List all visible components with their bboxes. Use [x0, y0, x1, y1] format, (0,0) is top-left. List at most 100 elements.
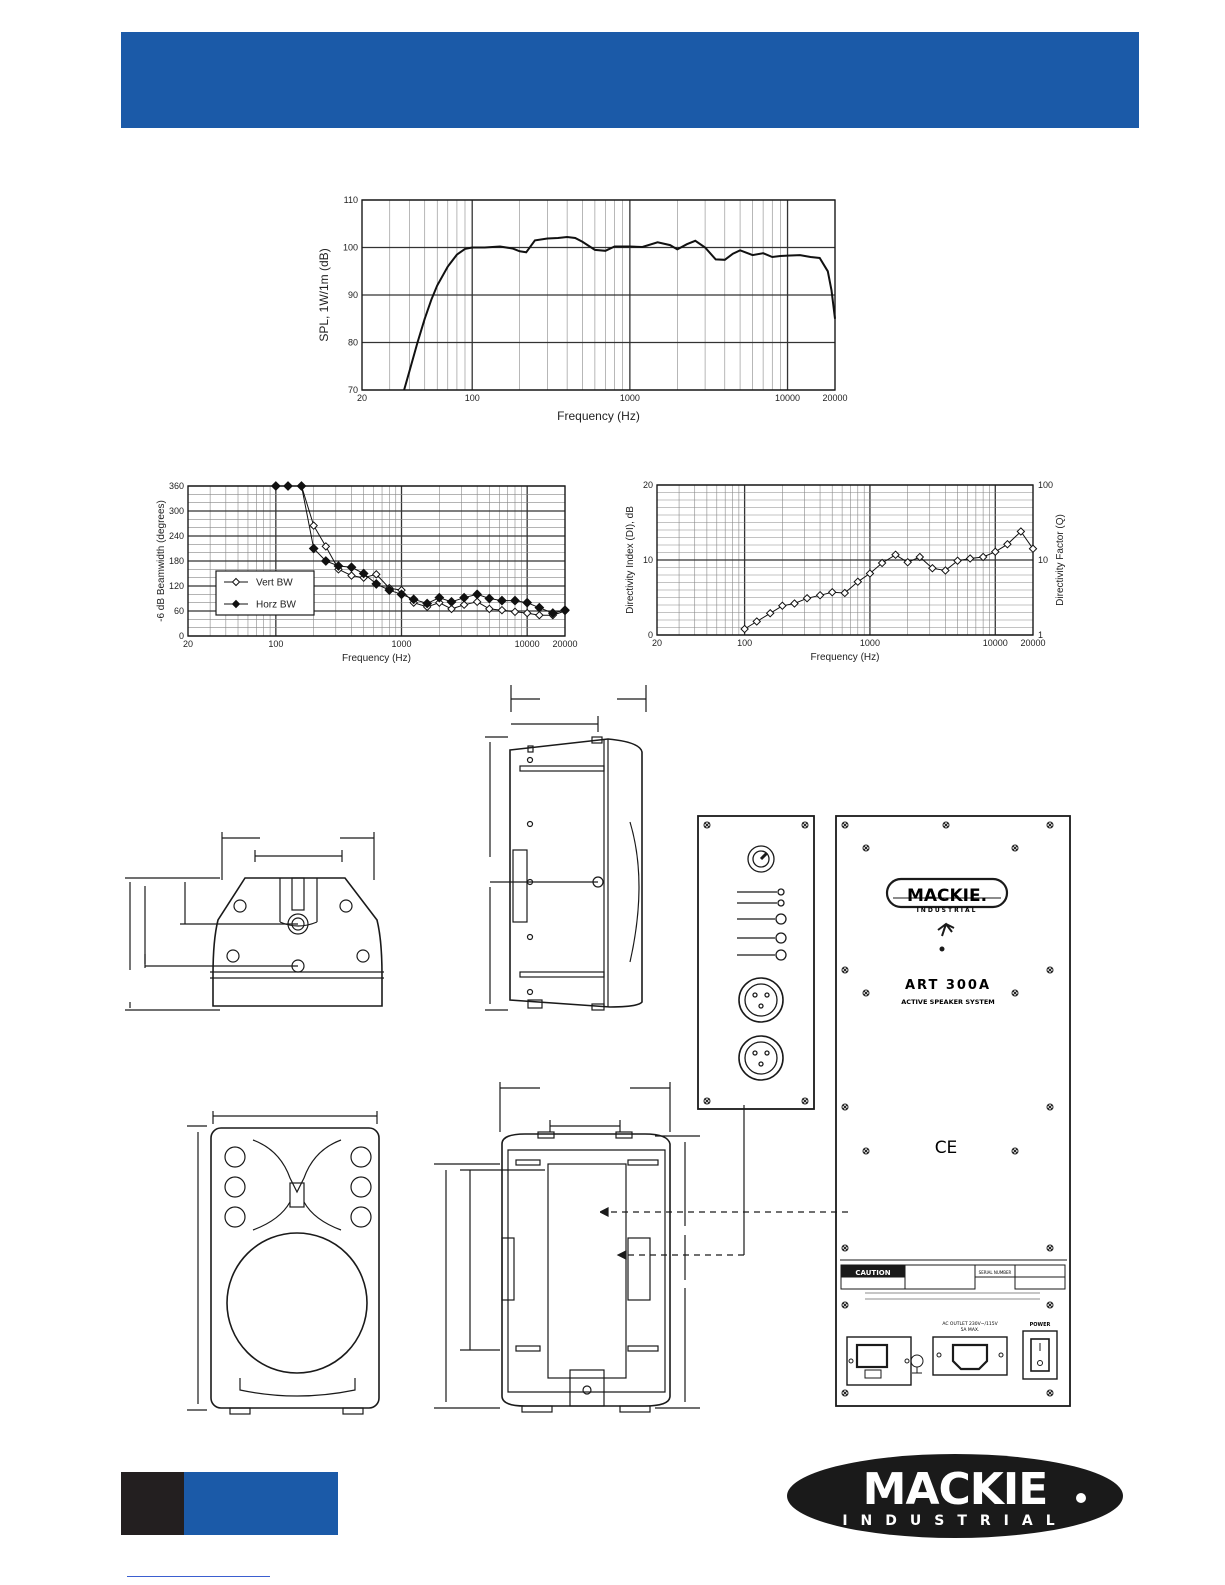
y-tick-label: 60	[174, 606, 184, 616]
data-point	[434, 592, 445, 603]
data-point	[333, 561, 344, 571]
screw-icon	[1046, 1389, 1054, 1397]
x-tick-label: 20000	[552, 639, 577, 649]
data-point	[990, 547, 1000, 557]
data-point	[752, 617, 762, 626]
screw-icon	[1046, 1301, 1054, 1309]
data-point	[1016, 527, 1026, 536]
y-tick-label: 10	[643, 555, 653, 565]
x-axis-label: Frequency (Hz)	[342, 653, 411, 664]
y-axis-label: -6 dB Beamwidth (degrees)	[156, 500, 167, 622]
data-point	[740, 624, 749, 634]
screw-icon	[862, 844, 870, 852]
x-tick-label: 1000	[860, 638, 880, 648]
plot-frame	[187, 485, 566, 637]
data-point	[447, 604, 456, 614]
data-point	[320, 556, 331, 566]
screw-icon	[841, 1389, 849, 1397]
data-point	[270, 481, 281, 491]
data-point	[953, 556, 962, 566]
screw-icon	[1011, 1147, 1019, 1155]
input-control-panel-svg	[697, 815, 815, 1110]
footer-logo: MACKIE INDUSTRIAL	[785, 1452, 1130, 1547]
panel-model: ART 300A	[905, 978, 991, 993]
screw-icon	[841, 1301, 849, 1309]
leader-lines	[598, 1105, 860, 1270]
data-point	[321, 542, 331, 551]
data-point	[309, 521, 318, 530]
y-axis-label: SPL, 1W/1m (dB)	[317, 248, 331, 341]
footer-link-underline	[127, 1576, 270, 1577]
data-point	[941, 566, 950, 575]
data-point	[891, 550, 900, 560]
x-tick-label: 10000	[775, 393, 800, 403]
amplifier-rear-panel: MACKIE. INDUSTRIAL ART 300A ACTIVE SPEAK…	[835, 815, 1075, 1420]
footer-logo-main: MACKIE	[863, 1464, 1048, 1515]
ac-outlet-label: AC OUTLET 230V~/115V	[942, 1321, 998, 1327]
x-tick-label: 1000	[391, 639, 411, 649]
x-tick-label: 20000	[1020, 638, 1045, 648]
legend-marker	[231, 599, 241, 609]
data-point	[915, 552, 925, 562]
legend-label: Horz BW	[256, 600, 297, 611]
y-tick-label: 360	[169, 481, 184, 491]
y-tick-label: 180	[169, 556, 184, 566]
screw-icon	[862, 989, 870, 997]
data-point	[346, 562, 357, 573]
data-point	[347, 571, 356, 580]
data-point	[510, 595, 520, 606]
data-point	[485, 604, 494, 614]
data-point	[535, 610, 544, 620]
data-point	[522, 608, 532, 618]
data-point	[472, 589, 483, 600]
data-point	[371, 570, 381, 579]
y-tick-label: 20	[643, 480, 653, 490]
y-tick-label: 90	[348, 290, 358, 300]
data-point	[560, 605, 570, 616]
y2-tick-label: 1	[1038, 630, 1043, 640]
speaker-rear-view-svg	[434, 1082, 700, 1413]
plot-frame	[656, 484, 1034, 636]
data-point	[296, 481, 307, 491]
data-point	[522, 597, 533, 608]
screw-icon	[942, 821, 950, 829]
data-point	[497, 605, 507, 615]
leader-lines-svg	[598, 1105, 848, 1260]
footer-blue-block	[184, 1472, 338, 1535]
data-point	[472, 597, 482, 607]
legend-marker	[231, 577, 241, 587]
y-tick-label: 120	[169, 581, 184, 591]
data-point	[396, 589, 407, 600]
y-tick-label: 300	[169, 506, 184, 516]
speaker-rear-view-drawing	[430, 1080, 710, 1425]
screw-icon	[1046, 1244, 1054, 1252]
ce-mark: CE	[935, 1138, 958, 1158]
ac-outlet-max-label: 5A MAX.	[961, 1327, 980, 1333]
y-tick-label: 70	[348, 385, 358, 395]
data-point	[965, 554, 975, 563]
series-line	[403, 235, 836, 391]
y-tick-label: 0	[179, 631, 184, 641]
y-tick-label: 80	[348, 338, 358, 348]
speaker-top-view-svg	[125, 832, 384, 1011]
data-point	[928, 563, 937, 573]
data-point	[435, 598, 444, 607]
data-point	[459, 600, 469, 610]
y2-tick-label: 100	[1038, 480, 1053, 490]
x-axis-label: Frequency (Hz)	[811, 652, 880, 663]
screw-icon	[1011, 989, 1019, 997]
data-point	[308, 543, 319, 554]
data-point	[765, 608, 775, 618]
data-point	[371, 579, 382, 589]
y-tick-label: 110	[344, 195, 358, 205]
data-point	[1003, 539, 1012, 549]
x-tick-label: 1000	[620, 393, 640, 403]
data-point	[778, 601, 787, 611]
data-point	[978, 552, 988, 562]
y-tick-label: 240	[169, 531, 184, 541]
